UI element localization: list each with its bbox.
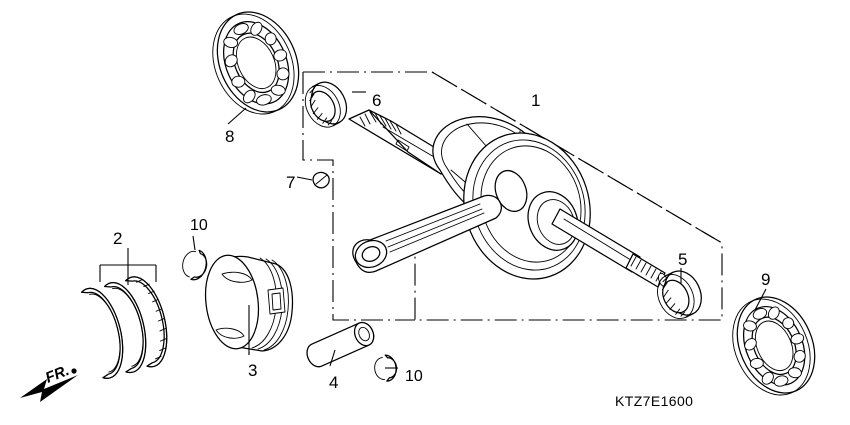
woodruff-key [296, 171, 330, 189]
needle-bearing-left [304, 81, 366, 128]
callout-label-8: 8 [225, 127, 235, 146]
callout-label-4: 4 [329, 373, 339, 392]
callout-label-7: 7 [286, 173, 296, 192]
piston-pin-clip-upper [182, 235, 208, 281]
piston-ring-set [81, 248, 168, 379]
callout-label-10-lower: 10 [405, 368, 423, 385]
assembly-boundary [302, 71, 723, 321]
part-code-label: KTZ7E1600 [615, 393, 694, 409]
piston-pin [306, 321, 375, 368]
direction-arrow-icon [20, 368, 78, 402]
callout-label-9: 9 [761, 270, 771, 289]
callout-label-5: 5 [678, 250, 688, 269]
piston-pin-clip-lower [374, 354, 398, 382]
callout-label-1: 1 [531, 91, 541, 110]
ball-bearing-lower [732, 288, 816, 396]
callout-label-3: 3 [248, 361, 258, 380]
crankshaft-assembly [304, 81, 702, 319]
piston [204, 254, 294, 355]
crank-web-right [463, 132, 591, 280]
ball-bearing-upper [212, 11, 300, 125]
needle-bearing-right [657, 268, 702, 319]
callout-label-6: 6 [372, 91, 382, 110]
callout-label-2: 2 [113, 229, 123, 248]
connecting-rod [352, 194, 502, 274]
crank-right-shaft [551, 208, 668, 288]
callout-label-10-upper: 10 [190, 217, 208, 234]
